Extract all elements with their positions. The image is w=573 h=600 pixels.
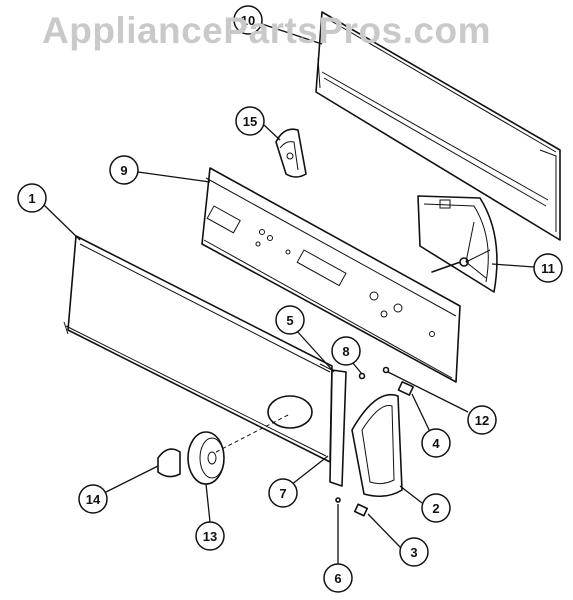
part-4-clip — [397, 381, 414, 396]
callout-9-label: 9 — [120, 163, 127, 178]
callout-15-label: 15 — [243, 114, 257, 129]
part-2-frame — [351, 394, 403, 498]
part-8-screw — [358, 372, 366, 380]
leader-lines — [43, 23, 535, 566]
part-10-rear-panel — [315, 11, 561, 241]
callout-1-label: 1 — [28, 191, 35, 206]
callout-2-label: 2 — [432, 501, 439, 516]
part-12-screw — [382, 366, 390, 374]
callout-14-label: 14 — [86, 492, 101, 507]
callout-10-label: 10 — [241, 13, 255, 28]
part-11-duct — [417, 195, 498, 293]
callout-8: 8 — [331, 336, 361, 366]
part-6-screw — [335, 497, 341, 503]
callout-5-label: 5 — [286, 313, 293, 328]
callout-8-label: 8 — [342, 344, 349, 359]
callout-11-label: 11 — [541, 261, 555, 276]
callout-3-label: 3 — [410, 545, 417, 560]
callout-5: 5 — [275, 305, 305, 335]
part-5-strip — [329, 369, 347, 487]
callout-1: 1 — [17, 183, 47, 213]
part-9-control-panel — [201, 167, 461, 383]
callout-6-label: 6 — [334, 571, 341, 586]
callout-4: 4 — [421, 428, 451, 458]
callout-12: 12 — [467, 405, 497, 435]
callout-11: 11 — [533, 253, 563, 283]
callout-13: 13 — [195, 521, 225, 551]
callout-10: 10 — [233, 5, 263, 35]
callout-15: 15 — [235, 106, 265, 136]
part-14-knob-cap — [157, 448, 181, 478]
callout-3: 3 — [399, 537, 429, 567]
part-3-clip — [353, 503, 369, 517]
callout-12-label: 12 — [475, 413, 489, 428]
watermark: AppliancePartsPros.com — [42, 10, 491, 51]
callout-13-label: 13 — [203, 529, 217, 544]
part-13-knob — [187, 431, 225, 485]
callout-7: 7 — [268, 478, 298, 508]
callout-14: 14 — [78, 484, 108, 514]
callout-7-label: 7 — [279, 486, 286, 501]
callout-9: 9 — [109, 155, 139, 185]
part-15-bracket — [275, 128, 307, 178]
callout-4-label: 4 — [432, 436, 440, 451]
callout-6: 6 — [323, 563, 353, 593]
callout-2: 2 — [421, 493, 451, 523]
